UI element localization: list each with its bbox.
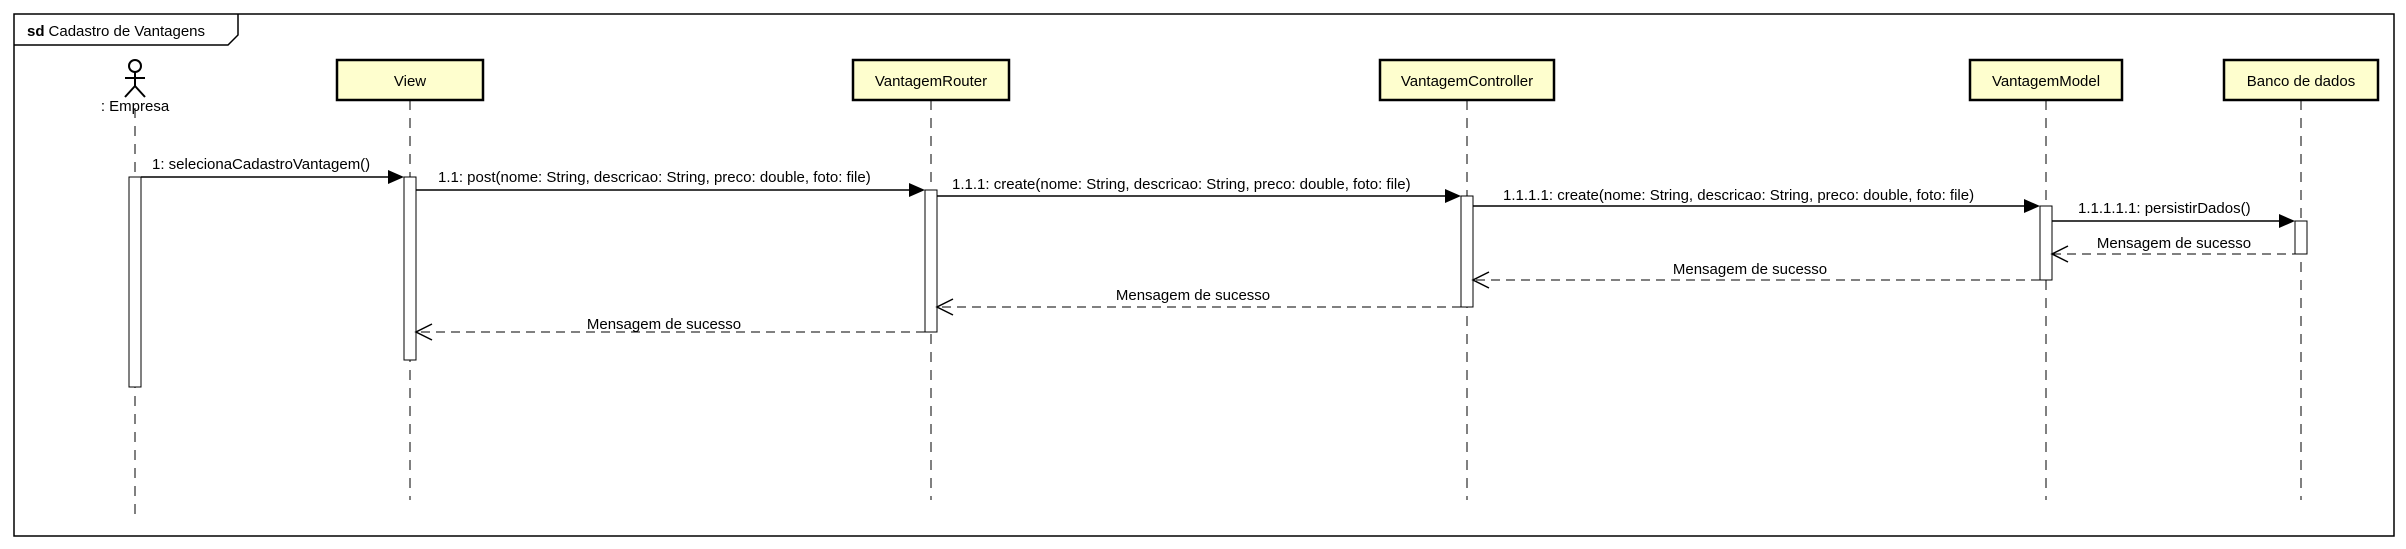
participant-db: Banco de dados: [2222, 58, 2380, 102]
participant-model-box: [1968, 58, 2124, 102]
message-4: 1.1.1.1: create(nome: String, descricao:…: [1473, 187, 2040, 213]
return-2: Mensagem de sucesso: [414, 316, 925, 341]
return-5: Mensagem de sucesso: [2050, 235, 2301, 263]
return-4: Mensagem de sucesso: [1471, 261, 2040, 289]
messages: 1: selecionaCadastroVantagem() 1.1: post…: [141, 156, 2295, 228]
return-3-label: Mensagem de sucesso: [1116, 287, 1270, 304]
activation-controller: [1460, 195, 1474, 308]
actor-empresa: [124, 59, 146, 98]
actor-head: [128, 59, 142, 73]
message-1-arrowhead: [388, 170, 404, 184]
message-3-label: 1.1.1: create(nome: String, descricao: S…: [952, 176, 1411, 193]
activation-empresa: [128, 176, 142, 388]
activation-model: [2039, 205, 2053, 281]
participant-view: View: [335, 58, 485, 102]
activation-db: [2294, 220, 2308, 255]
message-4-arrowhead: [2024, 199, 2040, 213]
message-2-label: 1.1: post(nome: String, descricao: Strin…: [438, 169, 871, 186]
message-2-arrowhead: [909, 183, 925, 197]
return-3: Mensagem de sucesso: [935, 287, 1461, 316]
activation-view: [403, 176, 417, 361]
return-2-arrowhead: [414, 323, 433, 341]
frame-tab: [14, 14, 239, 46]
frame-keyword: sd: [27, 23, 45, 40]
return-5-label: Mensagem de sucesso: [2097, 235, 2251, 252]
actor-right-leg: [134, 85, 146, 98]
actor-left-leg: [124, 85, 136, 98]
frame-name: Cadastro de Vantagens: [49, 23, 206, 40]
message-5-arrowhead: [2279, 214, 2295, 228]
activations: [128, 176, 2308, 388]
participant-controller: VantagemController: [1378, 58, 1556, 102]
return-messages: Mensagem de sucesso Mensagem de sucesso …: [414, 235, 2301, 341]
diagram-frame: [13, 13, 2395, 537]
message-2: 1.1: post(nome: String, descricao: Strin…: [416, 169, 925, 197]
message-1-label: 1: selecionaCadastroVantagem(): [152, 156, 370, 173]
participant-view-label: View: [394, 73, 426, 90]
activation-router: [924, 189, 938, 333]
message-1: 1: selecionaCadastroVantagem(): [141, 156, 404, 184]
message-5: 1.1.1.1.1: persistirDados(): [2052, 200, 2295, 228]
participant-db-label: Banco de dados: [2247, 73, 2355, 90]
participant-view-box: [335, 58, 485, 102]
participant-router: VantagemRouter: [851, 58, 1011, 102]
participant-controller-box: [1378, 58, 1556, 102]
message-3: 1.1.1: create(nome: String, descricao: S…: [937, 176, 1461, 203]
return-4-arrowhead: [1471, 271, 1490, 289]
participant-empresa-label: : Empresa: [101, 98, 170, 115]
return-3-arrowhead: [935, 298, 954, 316]
return-4-label: Mensagem de sucesso: [1673, 261, 1827, 278]
participant-db-box: [2222, 58, 2380, 102]
return-5-arrowhead: [2050, 245, 2069, 263]
participant-router-label: VantagemRouter: [875, 73, 987, 90]
message-4-label: 1.1.1.1: create(nome: String, descricao:…: [1503, 187, 1974, 204]
participant-model-label: VantagemModel: [1992, 73, 2100, 90]
participant-controller-label: VantagemController: [1401, 73, 1533, 90]
message-5-label: 1.1.1.1.1: persistirDados(): [2078, 200, 2251, 217]
participant-router-box: [851, 58, 1011, 102]
message-3-arrowhead: [1445, 189, 1461, 203]
return-2-label: Mensagem de sucesso: [587, 316, 741, 333]
participant-model: VantagemModel: [1968, 58, 2124, 102]
